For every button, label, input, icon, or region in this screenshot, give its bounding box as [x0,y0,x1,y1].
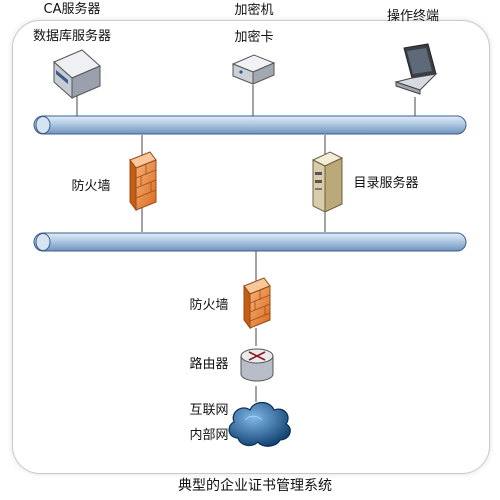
encryptor-label: 加密机 [234,2,273,18]
operator-terminal-label: 操作终端 [387,8,439,24]
ca-server-label: CA服务器 [44,1,101,17]
server-icon [53,49,101,100]
encryption-device-icon [231,54,276,85]
laptop-icon [394,43,438,95]
database-server-label: 数据库服务器 [33,28,111,44]
diagram-frame [12,20,490,474]
firewall-icon [129,151,157,212]
router-label: 路由器 [189,356,228,372]
diagram-caption: 典型的企业证书管理系统 [178,477,332,494]
cloud-icon [228,401,291,447]
directory-server-label: 目录服务器 [353,175,418,191]
firewall-lower-label: 防火墙 [189,297,228,313]
network-bus-upper [33,115,467,135]
firewall-icon [243,277,271,330]
intranet-label: 内部网 [189,427,228,443]
tower-server-icon [311,151,344,213]
router-icon [240,348,274,382]
encryption-card-label: 加密卡 [234,29,273,45]
internet-label: 互联网 [189,403,228,418]
network-bus-lower [33,232,467,252]
firewall-upper-label: 防火墙 [71,178,110,194]
